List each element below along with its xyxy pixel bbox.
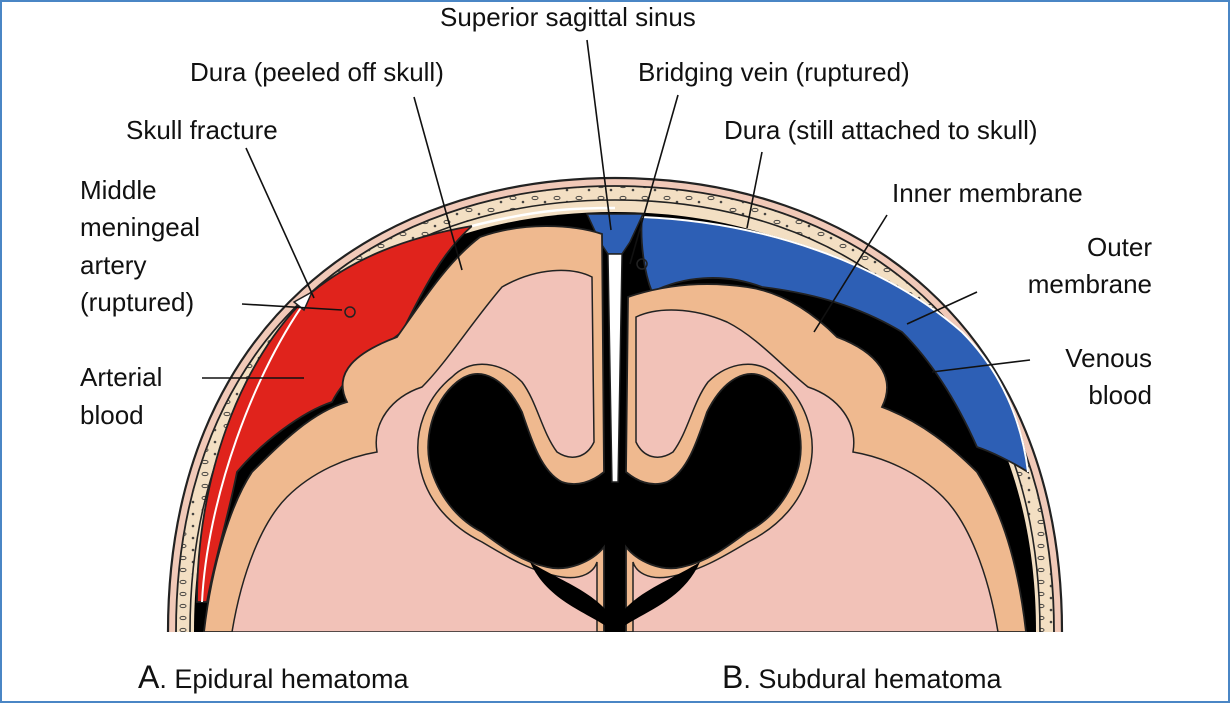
- caption-epidural: A. Epidural hematoma: [138, 659, 408, 696]
- label-mma-line-4: (ruptured): [80, 283, 194, 321]
- label-dura-attached: Dura (still attached to skull): [724, 111, 1038, 149]
- label-superior-sagittal-sinus: Superior sagittal sinus: [440, 0, 696, 36]
- label-outer-membrane-line-2: membrane: [1028, 265, 1152, 303]
- caption-epidural-letter: A: [138, 659, 159, 695]
- label-bridging-vein: Bridging vein (ruptured): [638, 53, 910, 91]
- label-venous-blood-line-2: blood: [1088, 376, 1152, 414]
- label-dura-peeled: Dura (peeled off skull): [190, 53, 444, 91]
- caption-subdural-letter: B: [722, 659, 743, 695]
- caption-subdural: B. Subdural hematoma: [722, 659, 1002, 696]
- caption-epidural-text: . Epidural hematoma: [159, 664, 408, 694]
- label-inner-membrane: Inner membrane: [892, 174, 1083, 212]
- label-venous-blood-line-1: Venous: [1065, 339, 1152, 377]
- label-arterial-blood-line-1: Arterial: [80, 358, 162, 396]
- label-outer-membrane-line-1: Outer: [1087, 228, 1152, 266]
- label-mma-line-2: meningeal: [80, 208, 200, 246]
- label-mma-line-3: artery: [80, 246, 146, 284]
- label-mma-line-1: Middle: [80, 171, 157, 209]
- caption-subdural-text: . Subdural hematoma: [743, 664, 1001, 694]
- label-skull-fracture: Skull fracture: [126, 111, 278, 149]
- label-arterial-blood-line-2: blood: [80, 396, 144, 434]
